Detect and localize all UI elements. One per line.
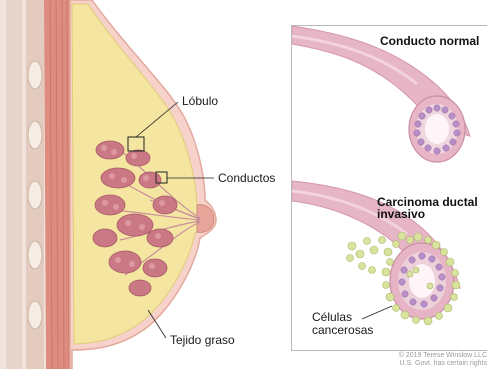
label-normal-duct: Conducto normal (380, 35, 479, 48)
rib (28, 181, 42, 209)
duct-comparison-illustration (292, 26, 487, 350)
copyright-line2: U.S. Govt. has certain rights (399, 360, 487, 368)
cancer-cells-leader-line (362, 306, 392, 319)
lobule (101, 168, 135, 188)
lobule (139, 172, 161, 188)
rib (28, 241, 42, 269)
label-idc-line2: invasivo (377, 208, 425, 221)
label-ducts: Conductos (218, 171, 275, 185)
lobule (143, 259, 167, 277)
lobule (96, 141, 124, 159)
normal-duct-cross-section (409, 96, 465, 162)
label-cancer-cells-line2: cancerosas (312, 324, 373, 337)
rib (28, 121, 42, 149)
rib-band-1 (6, 0, 22, 369)
lobule (126, 150, 150, 166)
lobule (153, 196, 177, 214)
lobule (109, 251, 141, 273)
copyright-line1: © 2019 Terese Winslow LLC (399, 352, 487, 360)
lobule (93, 229, 117, 247)
lobule (95, 195, 125, 215)
label-fatty-tissue: Tejido graso (170, 333, 235, 347)
rib (28, 61, 42, 89)
rib (28, 301, 42, 329)
lobule (129, 280, 151, 296)
label-lobule: Lóbulo (182, 94, 218, 108)
lobule (117, 214, 153, 236)
